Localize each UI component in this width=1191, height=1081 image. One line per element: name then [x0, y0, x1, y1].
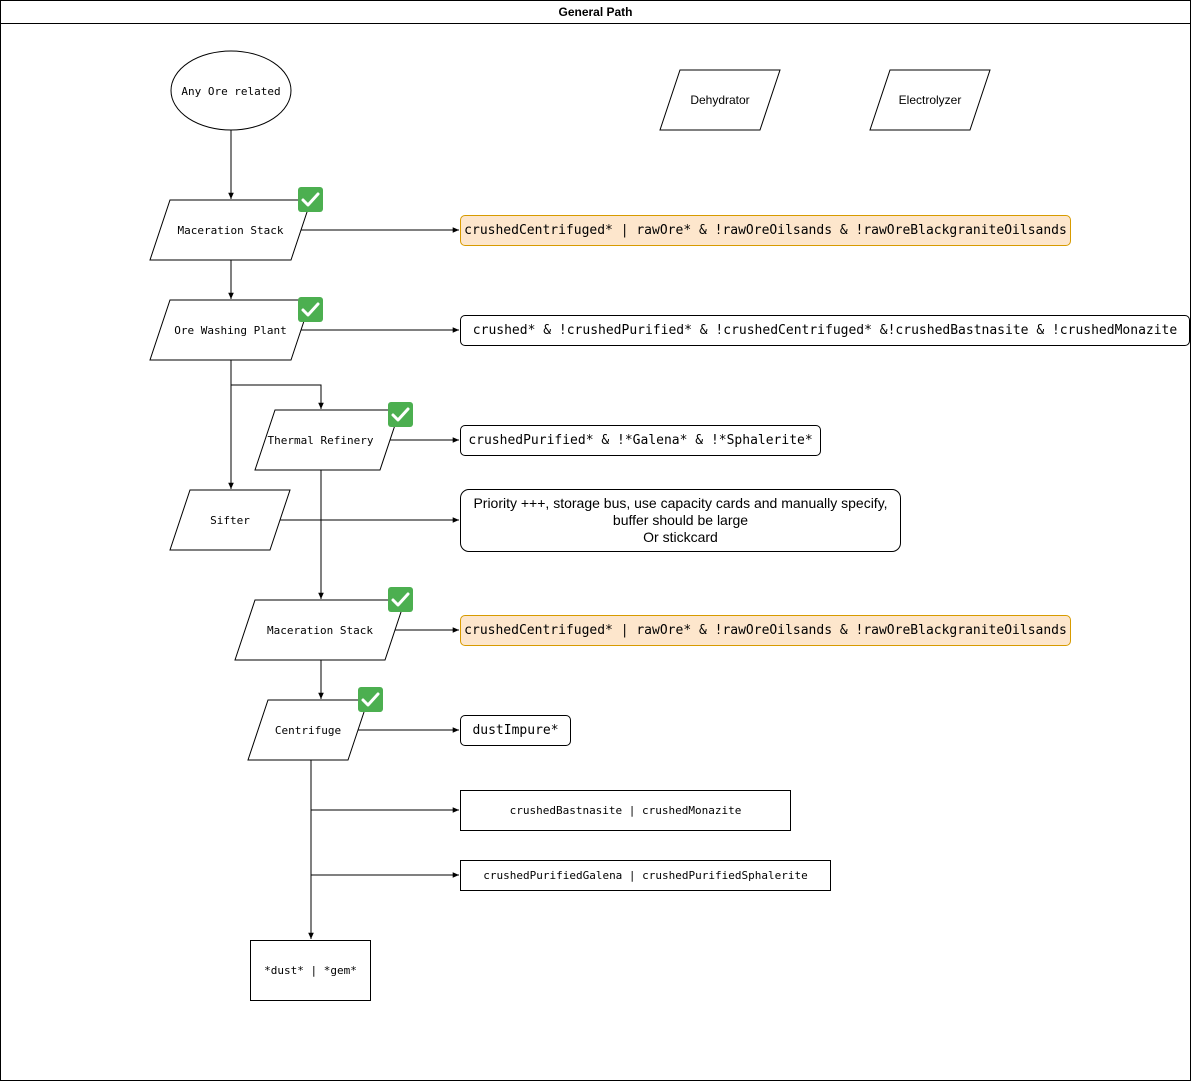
thermal-refinery-filter-box[interactable]: crushedPurified* & !*Galena* & !*Sphaler… — [460, 425, 821, 456]
thermal-refinery-shape[interactable] — [254, 409, 401, 471]
ore-washing-filter-box[interactable]: crushed* & !crushedPurified* & !crushedC… — [460, 315, 1190, 346]
dust-gem-node-shape[interactable] — [250, 940, 371, 1001]
check-icon — [298, 187, 323, 212]
diagram-title: General Path — [0, 0, 1191, 24]
dehydrator-node-shape[interactable] — [659, 69, 781, 131]
maceration-stack-2-shape[interactable] — [234, 599, 406, 661]
sifter-shape[interactable] — [169, 489, 291, 551]
check-icon — [388, 587, 413, 612]
maceration-1-filter-box[interactable]: crushedCentrifuged* | rawOre* & !rawOreO… — [460, 215, 1071, 246]
start-node-shape[interactable] — [170, 50, 292, 131]
sifter-note-line-2: buffer should be large — [612, 512, 749, 528]
galena-sphalerite-box[interactable]: crushedPurifiedGalena | crushedPurifiedS… — [460, 860, 831, 891]
maceration-2-filter-box[interactable]: crushedCentrifuged* | rawOre* & !rawOreO… — [460, 615, 1071, 646]
check-icon — [298, 297, 323, 322]
ore-washing-plant-shape[interactable] — [149, 299, 312, 361]
centrifuge-shape[interactable] — [247, 699, 369, 761]
sifter-note-box[interactable]: Priority +++, storage bus, use capacity … — [460, 489, 901, 552]
maceration-stack-1-shape[interactable] — [149, 199, 312, 261]
electrolyzer-node-shape[interactable] — [869, 69, 991, 131]
check-icon — [388, 402, 413, 427]
sifter-note-line-3: Or stickcard — [643, 529, 718, 545]
check-icon — [358, 687, 383, 712]
bastnasite-monazite-box[interactable]: crushedBastnasite | crushedMonazite — [460, 790, 791, 831]
sifter-note-line-1: Priority +++, storage bus, use capacity … — [473, 495, 888, 511]
centrifuge-filter-box[interactable]: dustImpure* — [460, 715, 571, 746]
edge-washing-to-thermal — [230, 360, 324, 409]
